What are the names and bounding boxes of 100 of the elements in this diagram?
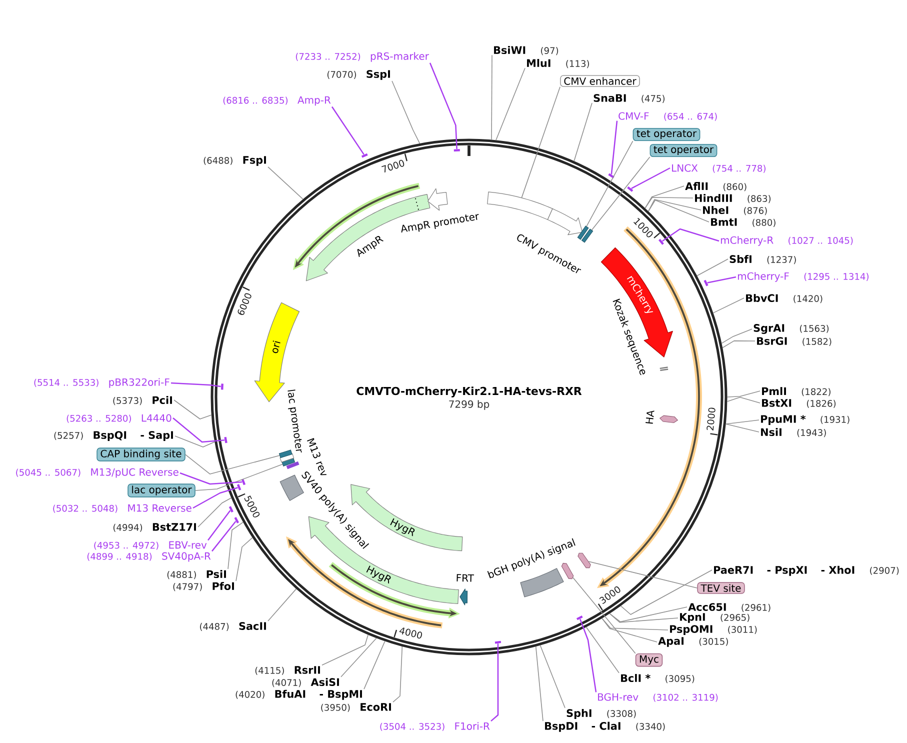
primer-name: Amp-R [298, 96, 331, 106]
primer-name: SV40pA-R [162, 552, 211, 562]
cut-position: (4881) [167, 571, 196, 580]
tick-label: 5000 [244, 496, 260, 518]
leader-line [726, 396, 760, 404]
feature-label: HA [646, 410, 654, 424]
cut-position: (7070) [327, 70, 356, 79]
enzyme-name: SphI [566, 708, 592, 720]
cut-position: (876) [744, 207, 767, 216]
leader-line [631, 167, 670, 189]
leader-line [198, 498, 232, 528]
leader-line [172, 418, 224, 443]
cut-position: (5257) [54, 432, 83, 440]
leader-line [180, 472, 242, 485]
enzyme-name: PaeR7I [714, 566, 753, 574]
leader-line [609, 613, 678, 623]
enzyme-name: FspI [243, 156, 266, 166]
cut-position: (3950) [321, 704, 350, 712]
leader-line [725, 420, 760, 424]
primer-name: BGH-rev [598, 693, 638, 701]
callout-box: tet operator [650, 144, 718, 158]
primer-range: (4899 .. 4918) [87, 552, 152, 561]
primer-mark [234, 517, 239, 524]
leader-line [644, 197, 694, 209]
leader-line [591, 156, 650, 230]
leader-line [574, 102, 592, 162]
enzyme-name: SgrAI [754, 324, 784, 334]
primer-range: (3504 .. 3523) [380, 722, 444, 731]
enzyme-name: RsrII [294, 666, 320, 674]
enzyme-name: PmlI [762, 387, 786, 395]
leader-line [170, 382, 221, 388]
primer-mark [627, 186, 634, 192]
length-label: 7299 bp [449, 400, 490, 410]
leader-line [609, 606, 688, 622]
cut-position: (1237) [767, 256, 796, 264]
cut-position: (1582) [802, 338, 832, 346]
primer-mark [228, 506, 234, 512]
cut-position: (2965) [720, 614, 750, 622]
primer-name: pRS-marker [370, 52, 429, 62]
callout-box: tet operator [632, 128, 700, 142]
cut-position: (1943) [797, 429, 826, 438]
tick-label: 6000 [238, 293, 252, 315]
primer-name: pBR322ori-F [109, 378, 170, 388]
enzyme-name: - BspMI [320, 690, 362, 700]
feature-label: AmpR promoter [401, 214, 479, 233]
enzyme-name: BspQI [94, 431, 126, 441]
cut-position: (1931) [820, 416, 850, 424]
primer-mark [454, 149, 460, 152]
leader-line [721, 328, 752, 344]
primer-range: (5045 .. 5067) [16, 468, 80, 477]
primer-mark [221, 384, 224, 390]
enzyme-name: KpnI [680, 613, 705, 623]
callout-box: Myc [635, 653, 663, 667]
cut-position: (1826) [806, 400, 836, 408]
primer-range: (654 .. 674) [664, 112, 717, 121]
enzyme-name: BstZ17I [152, 523, 196, 531]
primer-name: L4440 [142, 414, 172, 422]
primer-name: mCherry-F [738, 272, 789, 282]
enzyme-name: EcoRI [360, 703, 391, 711]
leader-line [648, 200, 710, 222]
enzyme-name: AsiSI [310, 678, 339, 686]
primer-name: F1ori-R [455, 722, 490, 730]
enzyme-name: - SapI [140, 431, 173, 441]
leader-line [648, 199, 702, 212]
cut-position: (475) [642, 94, 664, 103]
enzyme-name: BsrGI [757, 337, 787, 345]
enzyme-name: BclI * [621, 674, 650, 682]
cut-position: (2907) [870, 566, 899, 575]
cut-position: (97) [541, 47, 558, 56]
cut-position: (113) [566, 60, 589, 68]
cut-position: (1822) [802, 388, 830, 396]
leader-line [586, 140, 634, 227]
enzyme-name: NsiI [761, 428, 782, 436]
enzyme-name: SnaBI [594, 94, 626, 102]
cut-position: (4994) [113, 524, 142, 532]
enzyme-name: BmtI [711, 218, 737, 226]
primer-name: EBV-rev [169, 541, 207, 549]
primer-range: (7233 .. 7252) [296, 52, 360, 61]
leader-line [208, 510, 231, 541]
leader-line [602, 618, 658, 642]
primer-range: (3102 .. 3119) [654, 694, 718, 702]
cut-position: (1420) [794, 295, 822, 304]
cut-position: (3308) [607, 710, 636, 718]
leader-line [228, 522, 244, 570]
leader-line [662, 228, 720, 242]
leader-line [610, 120, 618, 174]
leader-line [174, 400, 212, 420]
enzyme-name: BstXI [762, 399, 792, 407]
primer-range: (5514 .. 5533) [34, 378, 98, 387]
leader-line [184, 454, 280, 474]
tick-label: 7000 [381, 160, 404, 173]
primer-mark [658, 238, 664, 245]
primer-name: mCherry-R [720, 236, 774, 246]
leader-line [620, 570, 712, 615]
cut-position: (6488) [204, 156, 232, 165]
enzyme-name: - PspXI [767, 566, 807, 576]
enzyme-name: SspI [366, 70, 390, 80]
site-marker [578, 552, 591, 568]
callout-box: TEV site [697, 582, 745, 594]
cut-position: (880) [752, 218, 776, 227]
